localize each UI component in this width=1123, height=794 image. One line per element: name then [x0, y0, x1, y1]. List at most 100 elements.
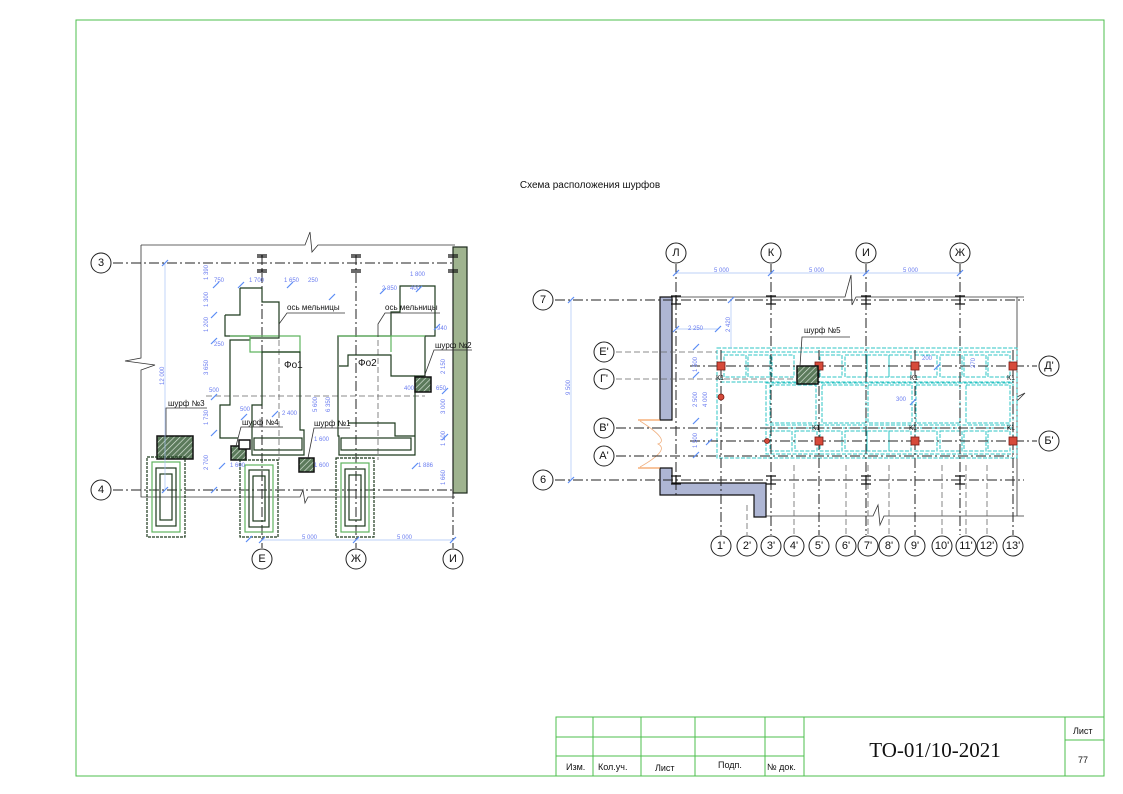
svg-text:2 420: 2 420 — [726, 316, 732, 332]
svg-text:200: 200 — [922, 356, 933, 362]
pit-5 — [796, 365, 819, 385]
svg-text:1 500: 1 500 — [693, 432, 699, 448]
right-plan: К1 К1 К1 К1 К1 К1 шурф №5 Л К И Ж 7 Е' Г… — [532, 242, 1060, 557]
svg-text:5 000: 5 000 — [809, 268, 825, 274]
pit-2-label: шурф №2 — [435, 341, 472, 350]
svg-text:И: И — [449, 553, 457, 565]
axis-bubble-bottom: 3' — [760, 535, 782, 557]
pit-5-label: шурф №5 — [804, 326, 841, 335]
svg-text:400: 400 — [404, 386, 415, 392]
axis-bubble-6: 6 — [532, 469, 554, 491]
svg-text:13': 13' — [1006, 540, 1020, 552]
axis-bubble-bottom: 8' — [878, 535, 900, 557]
svg-text:1 390: 1 390 — [204, 264, 210, 280]
svg-text:500: 500 — [240, 407, 251, 413]
axis-bubble-g-prime: Г' — [593, 368, 615, 390]
wall-west — [659, 296, 673, 421]
svg-text:8': 8' — [885, 540, 893, 552]
svg-text:5': 5' — [815, 540, 823, 552]
svg-text:9': 9' — [911, 540, 919, 552]
left-plan: 3 4 Е Ж И Фо1 Фо2 ось мельницы ось мельн… — [90, 231, 472, 570]
axis-bubble-i: И — [855, 242, 877, 264]
axis-bubble-e: Е — [251, 548, 273, 570]
svg-text:7: 7 — [540, 294, 546, 306]
col-label-list: Лист — [655, 763, 675, 773]
svg-text:5 000: 5 000 — [302, 535, 318, 541]
axis-bubble-zh: Ж — [345, 548, 367, 570]
svg-text:Д': Д' — [1044, 360, 1054, 372]
axis-bubble-bottom: 10' — [931, 535, 953, 557]
svg-text:1 800: 1 800 — [410, 272, 426, 278]
svg-text:7': 7' — [864, 540, 872, 552]
svg-text:Л: Л — [672, 247, 679, 259]
svg-text:300: 300 — [896, 397, 907, 403]
wall-section — [452, 246, 468, 494]
svg-text:1 700: 1 700 — [249, 278, 265, 284]
svg-text:12 000: 12 000 — [160, 366, 166, 385]
svg-text:Ж: Ж — [955, 247, 965, 259]
svg-text:Е': Е' — [599, 346, 608, 358]
svg-text:5 600: 5 600 — [313, 396, 319, 412]
svg-text:Б': Б' — [1044, 435, 1053, 447]
columns — [716, 361, 1018, 446]
svg-text:3 000: 3 000 — [441, 398, 447, 414]
column-k1-label: К1 — [1007, 375, 1015, 382]
axis-bubble-bottom: 13' — [1002, 535, 1024, 557]
svg-text:В': В' — [599, 422, 608, 434]
svg-text:2 850: 2 850 — [382, 286, 398, 292]
svg-text:1 600: 1 600 — [314, 463, 330, 469]
svg-text:3: 3 — [98, 257, 104, 269]
axis-bubble-3: 3 — [90, 252, 112, 274]
axis-bubble-4: 4 — [90, 479, 112, 501]
drawing-title: Схема расположения шурфов — [520, 179, 660, 191]
sheet-label: Лист — [1073, 726, 1093, 736]
svg-text:3': 3' — [767, 540, 775, 552]
svg-text:2 500: 2 500 — [693, 391, 699, 407]
mill-axis-label-2: ось мельницы — [385, 303, 438, 312]
axis-bubble-bottom: 6' — [835, 535, 857, 557]
axis-bubble-i: И — [442, 548, 464, 570]
svg-text:9 500: 9 500 — [566, 379, 572, 395]
svg-text:6 350: 6 350 — [326, 396, 332, 412]
svg-text:6': 6' — [842, 540, 850, 552]
svg-text:270: 270 — [971, 357, 977, 368]
axis-bubble-l: Л — [665, 242, 687, 264]
col-label-podp: Подп. — [718, 760, 742, 770]
svg-text:1 200: 1 200 — [204, 316, 210, 332]
svg-text:Г': Г' — [600, 373, 608, 385]
svg-text:250: 250 — [214, 342, 225, 348]
foundation-fo1-label: Фо1 — [284, 360, 303, 371]
svg-text:650: 650 — [436, 386, 447, 392]
axis-bubble-e-prime: Е' — [593, 341, 615, 363]
column-k1-label: К1 — [909, 425, 917, 432]
svg-text:12': 12' — [980, 540, 994, 552]
pit-3-label: шурф №3 — [168, 399, 205, 408]
document-code: ТО-01/10-2021 — [869, 738, 1001, 762]
svg-text:1 730: 1 730 — [204, 409, 210, 425]
svg-text:4 000: 4 000 — [703, 391, 709, 407]
axis-bubble-d-prime: Д' — [1038, 355, 1060, 377]
svg-text:3 650: 3 650 — [204, 359, 210, 375]
svg-text:5 000: 5 000 — [903, 268, 919, 274]
column-k1-label: К1 — [812, 425, 820, 432]
svg-text:2 700: 2 700 — [204, 454, 210, 470]
wall-south — [659, 467, 767, 518]
svg-text:1 300: 1 300 — [204, 291, 210, 307]
column-k1-label: К1 — [1007, 425, 1015, 432]
svg-text:2 150: 2 150 — [441, 358, 447, 374]
svg-text:1': 1' — [717, 540, 725, 552]
svg-text:5 000: 5 000 — [397, 535, 413, 541]
pit-1 — [298, 457, 315, 473]
svg-text:1 660: 1 660 — [441, 469, 447, 485]
column-k1-label: К1 — [716, 375, 724, 382]
bottom-axis-bubbles: 1'2'3'4'5'6'7'8'9'10'11'12'13' — [710, 535, 1024, 557]
right-dimensions: 5 000 5 000 5 000 9 500 2 250 2 420 1 50… — [566, 268, 977, 484]
svg-text:К: К — [768, 247, 775, 259]
svg-text:А': А' — [599, 450, 608, 462]
axis-bubble-zh: Ж — [949, 242, 971, 264]
stepped-footings — [146, 456, 375, 538]
axis-bubble-b-prime: Б' — [1038, 430, 1060, 452]
axis-bubble-bottom: 7' — [857, 535, 879, 557]
svg-text:2 250: 2 250 — [688, 326, 704, 332]
